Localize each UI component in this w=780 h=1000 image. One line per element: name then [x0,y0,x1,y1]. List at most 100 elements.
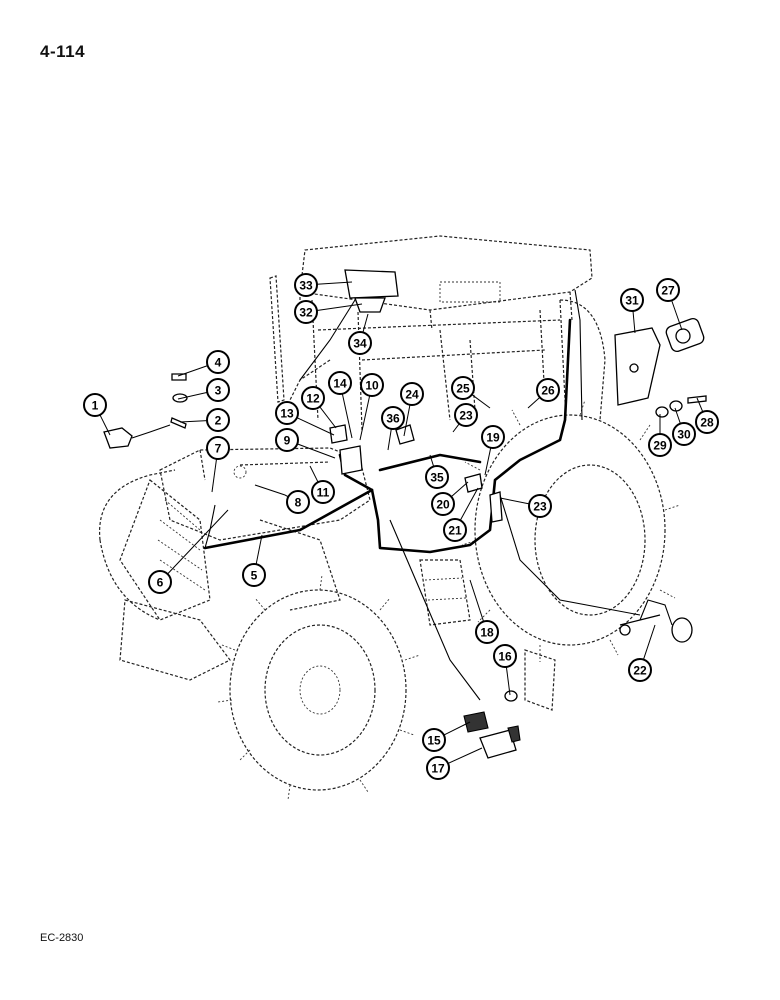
callout-21: 21 [443,487,479,542]
callout-number: 27 [661,284,675,298]
callout-34: 34 [348,313,372,355]
callout-leader-line [309,465,319,483]
callout-circle [400,382,424,406]
callout-29: 29 [648,414,672,457]
callout-leader-line [359,395,371,441]
callout-number: 11 [317,486,330,500]
callout-number: 5 [251,569,258,583]
callout-leader-line [527,396,541,409]
callout-circle [454,403,478,427]
callout-circle [443,518,467,542]
callout-27: 27 [656,278,683,331]
callout-number: 14 [333,377,347,391]
callout-number: 34 [353,337,367,351]
callout-circle [481,425,505,449]
callout-23: 23 [452,403,478,433]
callout-circle [493,644,517,668]
callout-leader-line [452,423,460,433]
tractor-outline [99,235,681,801]
callout-leader-line [297,443,336,459]
callout-number: 12 [306,392,320,406]
callout-leader-line [387,428,392,451]
callout-leader-line [429,454,435,467]
callout-9: 9 [275,428,336,459]
callout-number: 6 [157,576,164,590]
callout-15: 15 [422,721,471,752]
callout-number: 1 [92,399,99,413]
callout-leader-line [167,509,229,575]
callout-2: 2 [179,408,230,432]
callout-number: 26 [541,384,555,398]
callout-circle [475,620,499,644]
callout-circle [242,563,266,587]
callout-circle [451,376,475,400]
callout-leader-line [643,624,656,660]
callout-leader-line [443,721,471,736]
callout-leader-line [316,281,353,285]
callout-number: 32 [299,306,313,320]
callout-number: 28 [700,416,714,430]
wiring-harness [203,289,641,701]
callout-number: 20 [436,498,450,512]
callout-30: 30 [672,407,696,446]
callout-leader-line [296,417,335,436]
callout-31: 31 [620,288,644,334]
callout-circle [206,350,230,374]
callout-number: 16 [498,650,512,664]
page-number: 4-114 [40,42,86,61]
callout-circle [628,658,652,682]
callout-circle [206,436,230,460]
callout-22: 22 [628,624,656,682]
callout-12: 12 [301,386,337,429]
callout-circle [311,480,335,504]
callout-number: 22 [633,664,647,678]
callout-circle [83,393,107,417]
callout-20: 20 [431,481,469,516]
callout-leader-line [177,365,208,377]
callout-17: 17 [426,747,483,780]
callout-number: 2 [215,414,222,428]
callout-circle [656,278,680,302]
callout-number: 36 [386,412,400,426]
callout-circle [328,371,352,395]
callout-number: 23 [533,500,547,514]
callout-28: 28 [695,397,719,434]
callout-leader-line [484,447,492,476]
callout-5: 5 [242,534,266,587]
callout-leader-line [447,747,483,764]
callout-leader-line [499,497,530,505]
callout-circle [286,490,310,514]
callout-7: 7 [206,436,230,493]
callout-number: 25 [456,382,470,396]
callout-25: 25 [451,376,491,409]
callout-3: 3 [177,378,230,402]
callout-number: 35 [430,471,444,485]
callout-number: 29 [653,439,667,453]
callout-number: 30 [677,428,691,442]
callout-circle [275,428,299,452]
callout-leader-line [505,666,511,696]
callout-number: 24 [405,388,419,402]
callout-number: 10 [365,379,379,393]
callout-leader-line [674,407,681,424]
callout-number: 19 [486,431,500,445]
callout-1: 1 [83,393,111,436]
callout-number: 8 [295,496,302,510]
callout-number: 9 [284,434,291,448]
callout-14: 14 [328,371,353,439]
callout-circle [695,410,719,434]
callout-leader-line [179,420,208,423]
callout-16: 16 [493,644,517,696]
callout-number: 15 [427,734,441,748]
callout-leader-line [403,404,411,437]
callout-circle [528,494,552,518]
callout-circle [381,406,405,430]
callout-leader-line [459,487,479,521]
callout-number: 33 [299,279,313,293]
callout-circle [431,492,455,516]
callout-leader-line [99,414,111,436]
callout-circle [275,401,299,425]
callout-leader-line [255,534,263,565]
callout-4: 4 [177,350,230,377]
callout-circle [426,756,450,780]
